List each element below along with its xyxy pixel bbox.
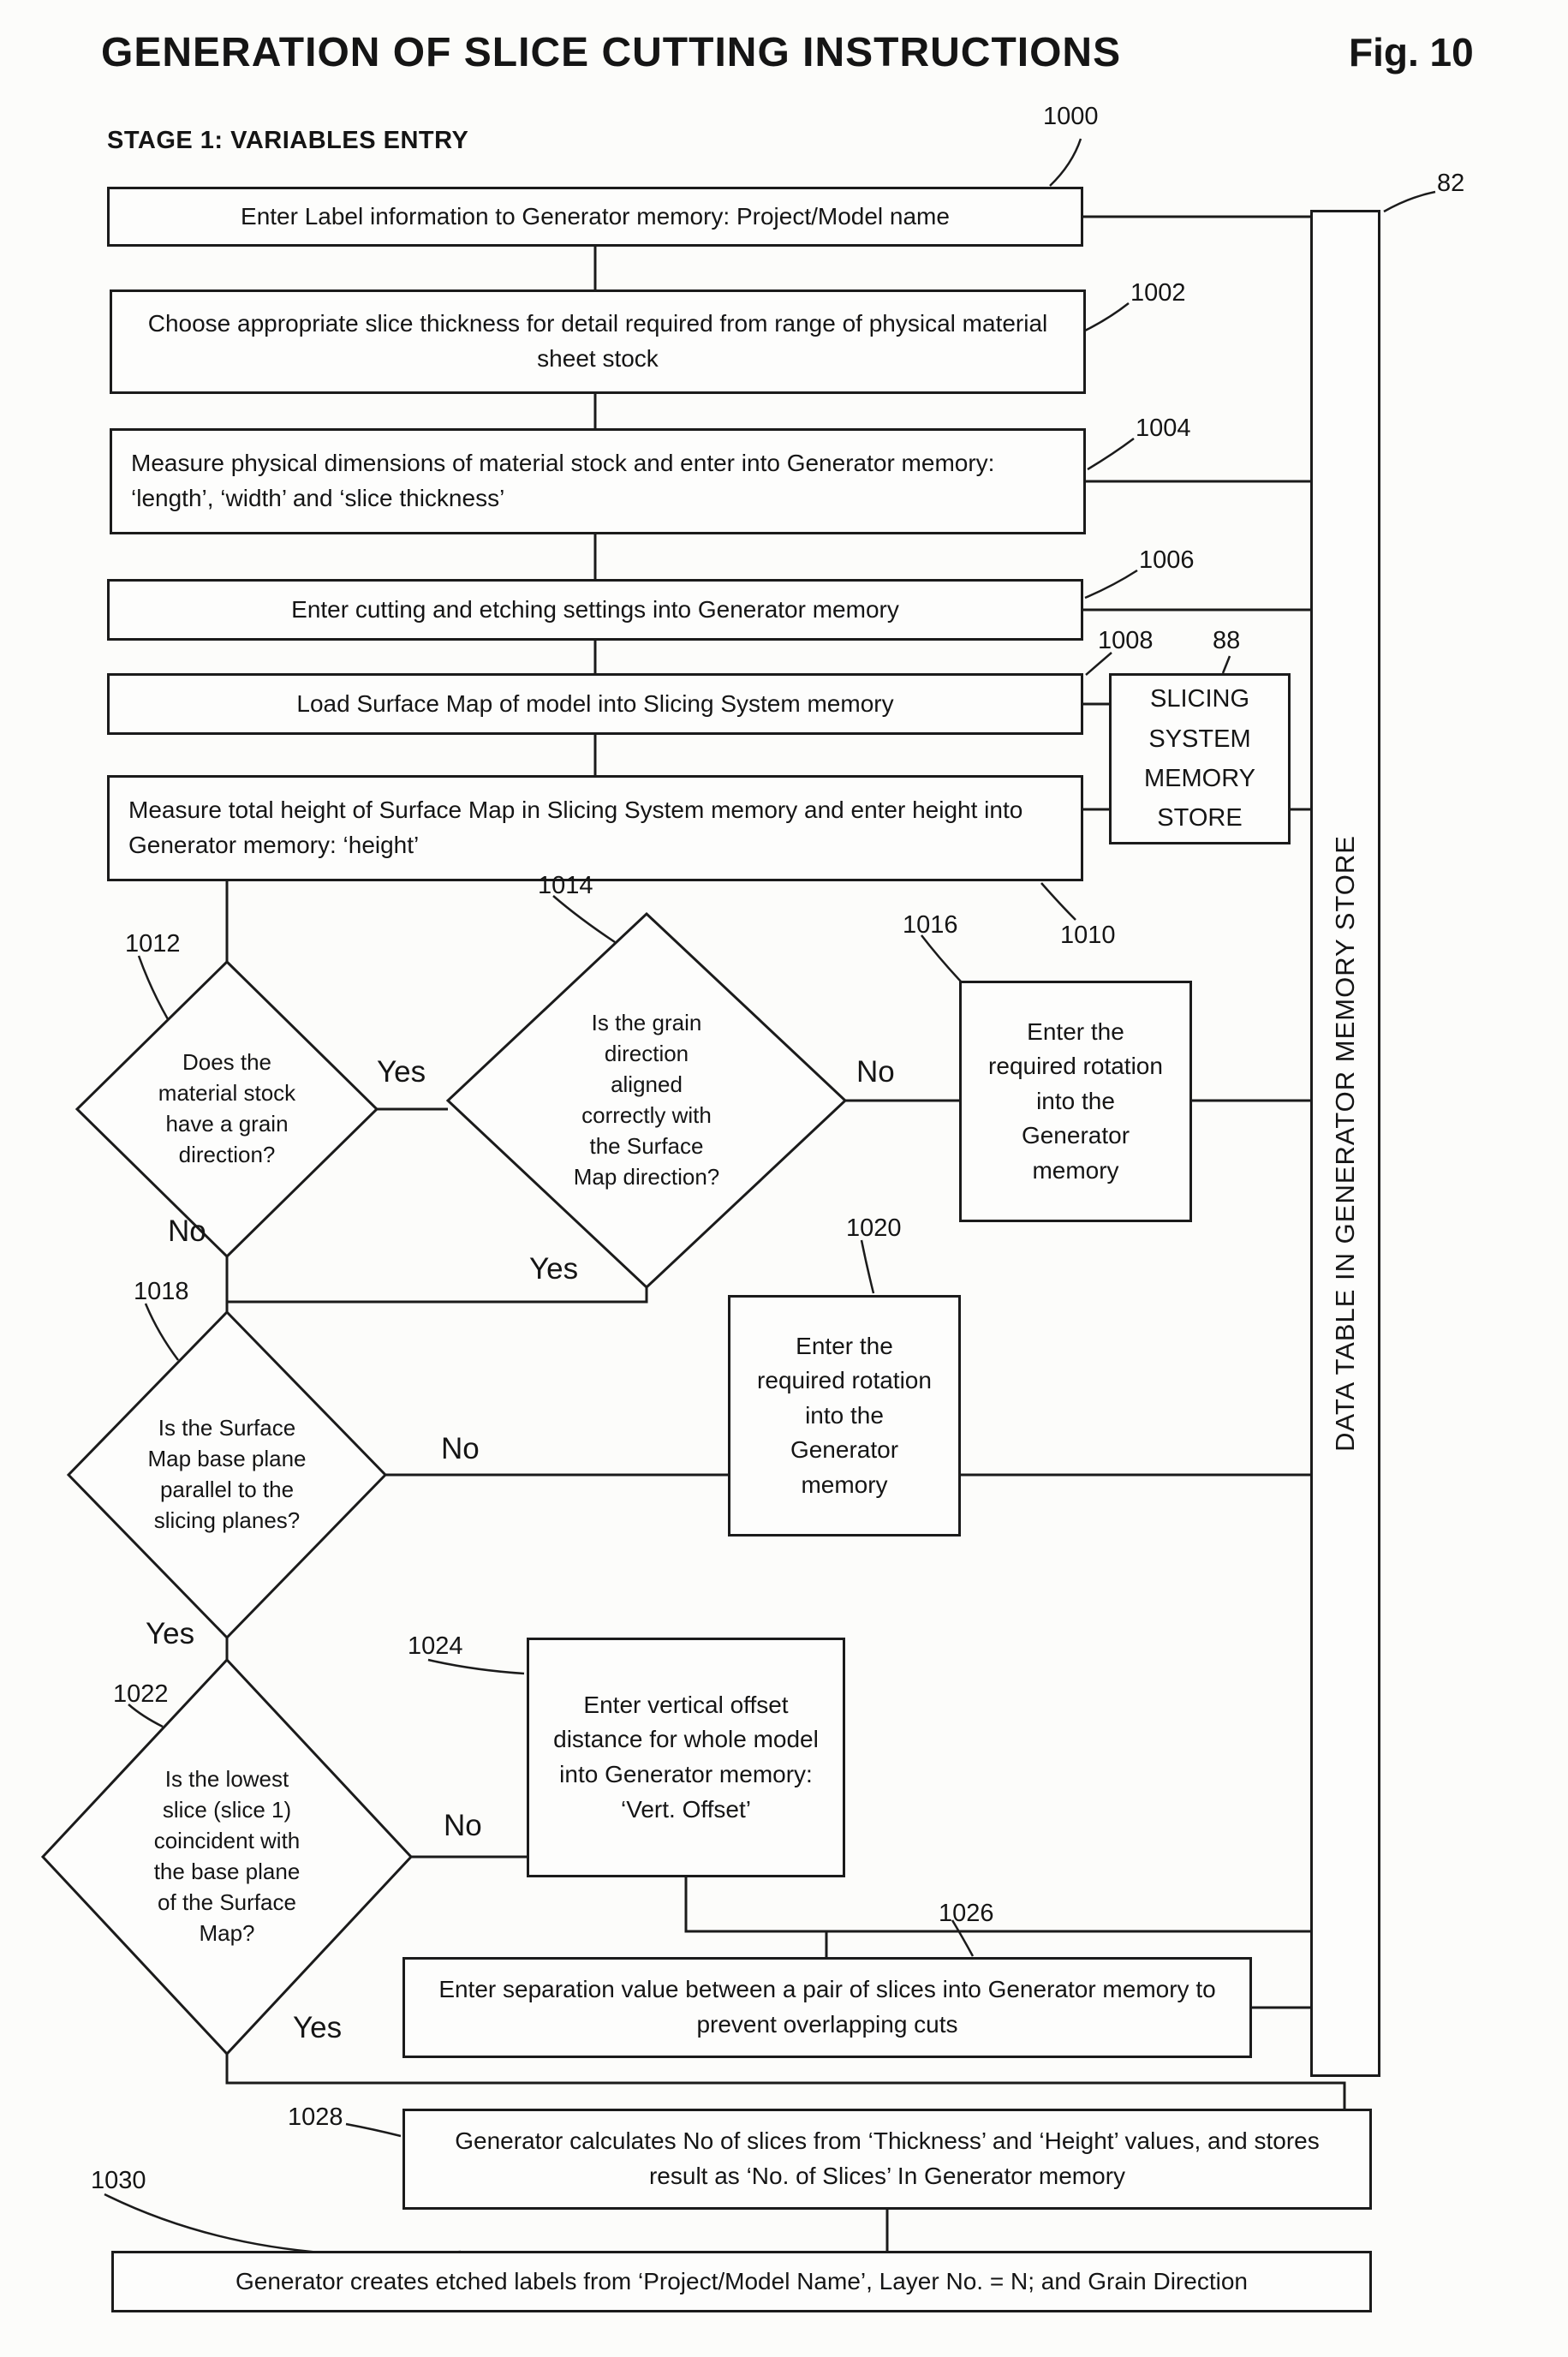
decision-diamond-1014 <box>445 911 848 1290</box>
ref-1000: 1000 <box>1043 103 1099 130</box>
leader-1018 <box>144 1303 180 1361</box>
ref-1002: 1002 <box>1130 279 1186 307</box>
ref-1012: 1012 <box>125 930 181 958</box>
process-box-1026: Enter separation value between a pair of… <box>402 1957 1252 2058</box>
connector-1014-yes-merge <box>227 1287 648 1304</box>
process-box-1028: Generator calculates No of slices from ‘… <box>402 2109 1372 2210</box>
decision-text-1018: Is the Surface Map base plane parallel t… <box>147 1415 307 1533</box>
edge-label-yes-1018: Yes <box>146 1617 195 1650</box>
edge-label-yes-1022: Yes <box>293 2011 343 2044</box>
leader-1012 <box>137 955 170 1020</box>
edge-label-no-1014: No <box>856 1055 895 1089</box>
process-box-1008: Load Surface Map of model into Slicing S… <box>107 673 1083 735</box>
leader-1004 <box>1087 437 1135 471</box>
leader-1002 <box>1084 302 1130 332</box>
leader-1016 <box>921 934 962 982</box>
figure-number: Fig. 10 <box>1349 30 1474 75</box>
decision-diamond-1018 <box>66 1310 388 1640</box>
process-box-1000: Enter Label information to Generator mem… <box>107 187 1083 247</box>
leader-1000 <box>1049 138 1082 187</box>
ref-1018: 1018 <box>134 1278 189 1305</box>
edge-label-yes-1012: Yes <box>377 1055 426 1089</box>
leader-1026 <box>951 1919 975 1957</box>
ref-1016: 1016 <box>903 911 958 939</box>
ref-1026: 1026 <box>939 1900 994 1927</box>
ref-1010: 1010 <box>1060 922 1116 949</box>
process-box-1010: Measure total height of Surface Map in S… <box>107 775 1083 881</box>
leader-1022 <box>128 1704 164 1728</box>
leader-1006 <box>1084 569 1138 600</box>
ref-1022: 1022 <box>113 1680 169 1708</box>
ref-1028: 1028 <box>288 2103 343 2131</box>
slicing-system-memory-store: SLICING SYSTEM MEMORY STORE <box>1109 673 1291 844</box>
page-title: GENERATION OF SLICE CUTTING INSTRUCTIONS <box>101 30 1122 75</box>
ref-1006: 1006 <box>1139 546 1195 574</box>
edge-label-no-1018: No <box>441 1432 480 1465</box>
process-box-1016: Enter the required rotation into the Gen… <box>959 981 1192 1222</box>
edge-label-no-1022: No <box>444 1809 482 1842</box>
decision-shapes <box>40 911 848 2056</box>
stage-label: STAGE 1: VARIABLES ENTRY <box>107 127 469 154</box>
ref-88: 88 <box>1213 627 1241 654</box>
process-box-1020: Enter the required rotation into the Gen… <box>728 1295 961 1537</box>
ref-1020: 1020 <box>846 1214 902 1242</box>
ref-82: 82 <box>1437 170 1465 197</box>
connector-1024-datatable <box>684 1877 1310 1933</box>
leader-1020 <box>860 1239 875 1294</box>
leader-88 <box>1221 655 1231 674</box>
ref-1008: 1008 <box>1098 627 1154 654</box>
leader-1024 <box>427 1658 525 1675</box>
ref-1024: 1024 <box>408 1632 463 1660</box>
leader-1028 <box>345 2122 402 2138</box>
ref-1004: 1004 <box>1136 415 1191 442</box>
data-table-store: DATA TABLE IN GENERATOR MEMORY STORE <box>1310 210 1380 2077</box>
data-table-store-label: DATA TABLE IN GENERATOR MEMORY STORE <box>1330 835 1360 1452</box>
process-box-1006: Enter cutting and etching settings into … <box>107 579 1083 641</box>
decision-text-1012: Does the material stock have a grain dir… <box>158 1049 296 1167</box>
leader-1008 <box>1085 652 1112 676</box>
leader-1010 <box>1040 882 1076 921</box>
process-box-1024: Enter vertical offset distance for whole… <box>527 1638 845 1877</box>
decision-text-1022: Is the lowest slice (slice 1) coincident… <box>153 1766 301 1946</box>
edge-label-yes-1014: Yes <box>529 1252 579 1286</box>
process-box-1030: Generator creates etched labels from ‘Pr… <box>111 2251 1372 2312</box>
decision-text-1014: Is the grain direction aligned correctly… <box>573 1010 720 1190</box>
process-box-1002: Choose appropriate slice thickness for d… <box>110 289 1086 394</box>
leader-1014 <box>552 895 616 944</box>
edge-label-no-1012: No <box>168 1214 206 1248</box>
leader-82 <box>1383 190 1436 213</box>
decision-diamond-1012 <box>75 959 379 1259</box>
decision-diamond-1022 <box>40 1657 414 2056</box>
ref-1014: 1014 <box>538 872 593 899</box>
process-box-1004: Measure physical dimensions of material … <box>110 428 1086 534</box>
connector-1022-yes-1028 <box>225 2054 1346 2109</box>
ref-1030: 1030 <box>91 2167 146 2194</box>
